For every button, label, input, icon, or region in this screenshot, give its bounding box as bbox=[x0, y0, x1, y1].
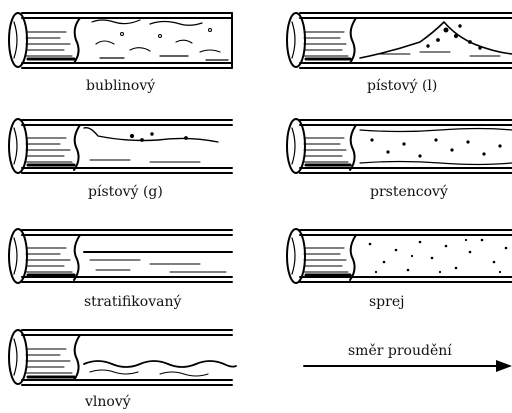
pipe-stratified bbox=[9, 229, 232, 283]
label-annular: prstencový bbox=[370, 184, 448, 200]
label-plug-g: pístový (g) bbox=[88, 184, 163, 200]
label-plug-l: pístový (l) bbox=[367, 78, 437, 94]
flow-direction-arrow bbox=[304, 360, 512, 372]
flow-direction-label: směr proudění bbox=[348, 343, 452, 359]
pipe-wavy bbox=[9, 330, 236, 385]
label-spray: sprej bbox=[369, 294, 404, 310]
pipe-plug-g bbox=[9, 119, 232, 173]
pipe-spray bbox=[287, 229, 512, 283]
pipe-plug-l bbox=[287, 13, 512, 68]
pipe-annular bbox=[287, 119, 512, 173]
label-wavy: vlnový bbox=[85, 394, 131, 410]
label-stratified: stratifikovaný bbox=[84, 294, 181, 310]
pipe-bubbly bbox=[9, 13, 232, 68]
label-bubbly: bublinový bbox=[86, 78, 155, 94]
